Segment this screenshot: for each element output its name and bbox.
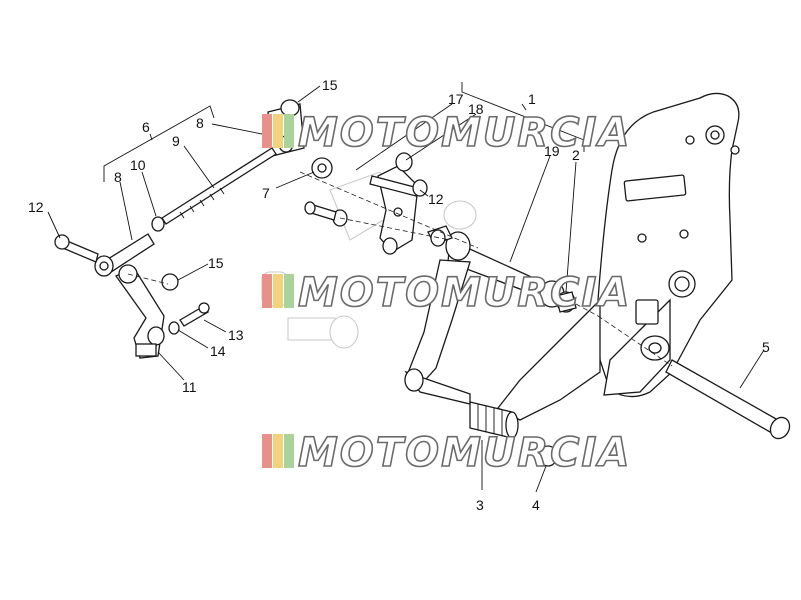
nut-10 bbox=[151, 216, 165, 232]
watermark-text: MOTOMURCIA bbox=[298, 270, 631, 316]
callout-2: 2 bbox=[572, 147, 580, 163]
callout-7: 7 bbox=[262, 185, 270, 201]
callout-5: 5 bbox=[762, 339, 770, 355]
callout-9: 9 bbox=[172, 133, 180, 149]
callout-14: 14 bbox=[210, 343, 226, 359]
bolt-13 bbox=[179, 302, 210, 327]
watermark-top: MOTOMURCIA bbox=[262, 109, 631, 157]
callout-13: 13 bbox=[228, 327, 244, 343]
callout-17: 17 bbox=[448, 91, 464, 107]
linkage-rod bbox=[161, 147, 277, 225]
callout-12-left: 12 bbox=[28, 199, 44, 215]
callout-labels: 1 2 3 4 5 6 7 8 8 9 10 11 12 12 13 14 15… bbox=[28, 77, 770, 513]
callout-15-lower: 15 bbox=[208, 255, 224, 271]
bolt-small-center bbox=[304, 201, 337, 221]
watermark-stripe-green bbox=[284, 434, 294, 468]
bushing-7 bbox=[311, 157, 333, 179]
lower-rod-end bbox=[94, 233, 155, 277]
callout-1: 1 bbox=[528, 91, 536, 107]
group-bracket-1 bbox=[461, 82, 585, 152]
watermark-stripe-red bbox=[262, 434, 272, 468]
callout-15-top: 15 bbox=[322, 77, 338, 93]
watermark-bottom: MOTOMURCIA bbox=[262, 429, 631, 477]
watermark-text: MOTOMURCIA bbox=[298, 110, 631, 156]
shift-arm bbox=[115, 264, 165, 359]
callout-4: 4 bbox=[532, 497, 540, 513]
bushing-2 bbox=[555, 291, 599, 317]
callout-18: 18 bbox=[468, 101, 484, 117]
bolt-12-right bbox=[369, 175, 428, 197]
callout-11: 11 bbox=[182, 379, 197, 395]
callout-3: 3 bbox=[476, 497, 484, 513]
gear-lever bbox=[404, 231, 565, 405]
callout-6: 6 bbox=[142, 119, 150, 135]
bolt-12-left bbox=[54, 234, 99, 263]
watermark-stripe-green bbox=[284, 114, 294, 148]
watermark-middle: MOTOMURCIA bbox=[262, 269, 631, 317]
watermark-stripe-red bbox=[262, 274, 272, 308]
group-bracket-6 bbox=[103, 105, 215, 182]
callout-19: 19 bbox=[544, 143, 560, 159]
watermark-stripe-yellow bbox=[273, 434, 283, 468]
washer-14 bbox=[168, 321, 180, 335]
gear-pedal-rubber bbox=[469, 401, 519, 439]
watermark-stripe-red bbox=[262, 114, 272, 148]
watermark-stripe-green bbox=[284, 274, 294, 308]
bushing-15-lower bbox=[127, 273, 179, 291]
footrest-plate bbox=[497, 92, 740, 421]
watermark-stripe-yellow bbox=[273, 274, 283, 308]
watermark-text: MOTOMURCIA bbox=[298, 430, 631, 476]
callout-8-top: 8 bbox=[196, 115, 204, 131]
callout-12-center: 12 bbox=[428, 191, 444, 207]
pedal-cap bbox=[538, 445, 558, 467]
callout-10: 10 bbox=[130, 157, 146, 173]
watermark-stripe-yellow bbox=[273, 114, 283, 148]
long-bolt bbox=[597, 315, 791, 440]
callout-8-lower: 8 bbox=[114, 169, 122, 185]
